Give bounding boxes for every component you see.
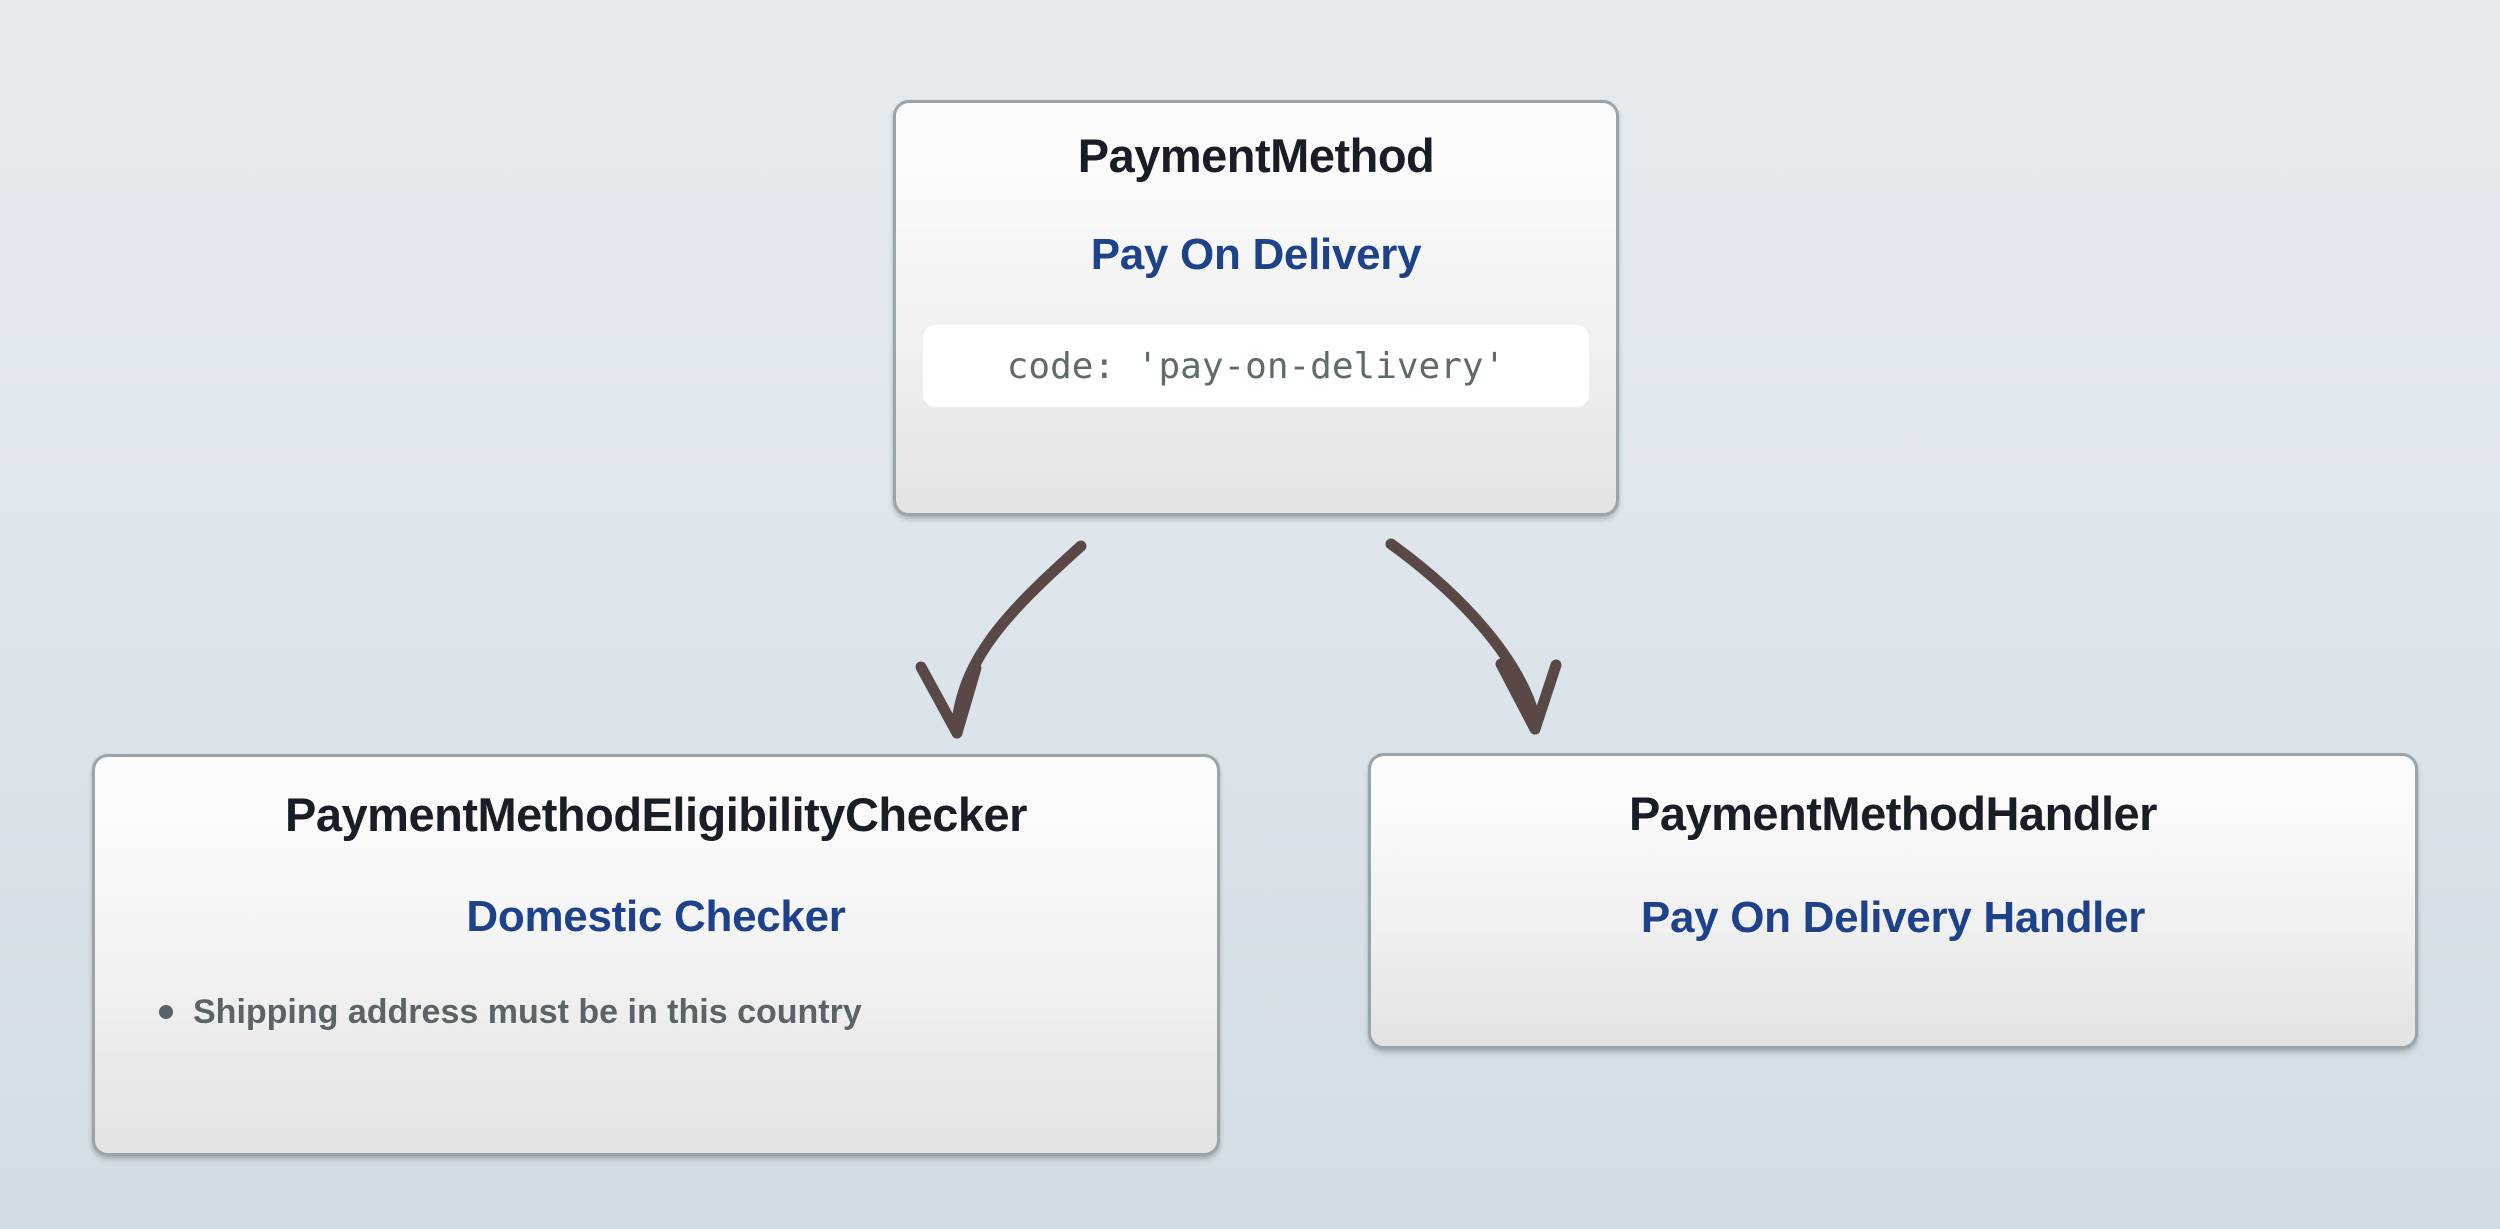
node-payment-handler[interactable]: PaymentMethodHandler Pay On Delivery Han… — [1368, 753, 2418, 1049]
node-eligibility-checker-bullet-list: Shipping address must be in this country — [95, 989, 1217, 1035]
node-eligibility-checker-title: PaymentMethodEligibilityChecker — [285, 788, 1027, 841]
list-item: Shipping address must be in this country — [193, 989, 1217, 1035]
node-payment-handler-title: PaymentMethodHandler — [1629, 787, 2157, 840]
node-payment-handler-subtitle: Pay On Delivery Handler — [1640, 893, 2146, 942]
edge-to-eligibility-checker — [915, 540, 1087, 739]
node-eligibility-checker-subtitle: Domestic Checker — [466, 892, 846, 941]
node-eligibility-checker[interactable]: PaymentMethodEligibilityChecker Domestic… — [92, 754, 1220, 1156]
node-payment-method-title: PaymentMethod — [1077, 129, 1435, 182]
node-payment-method-code: code: 'pay-on-delivery' — [923, 325, 1589, 407]
edge-to-payment-handler — [1385, 538, 1562, 735]
node-payment-method-subtitle: Pay On Delivery — [1090, 230, 1422, 279]
node-payment-method[interactable]: PaymentMethod Pay On Delivery code: 'pay… — [893, 100, 1619, 516]
